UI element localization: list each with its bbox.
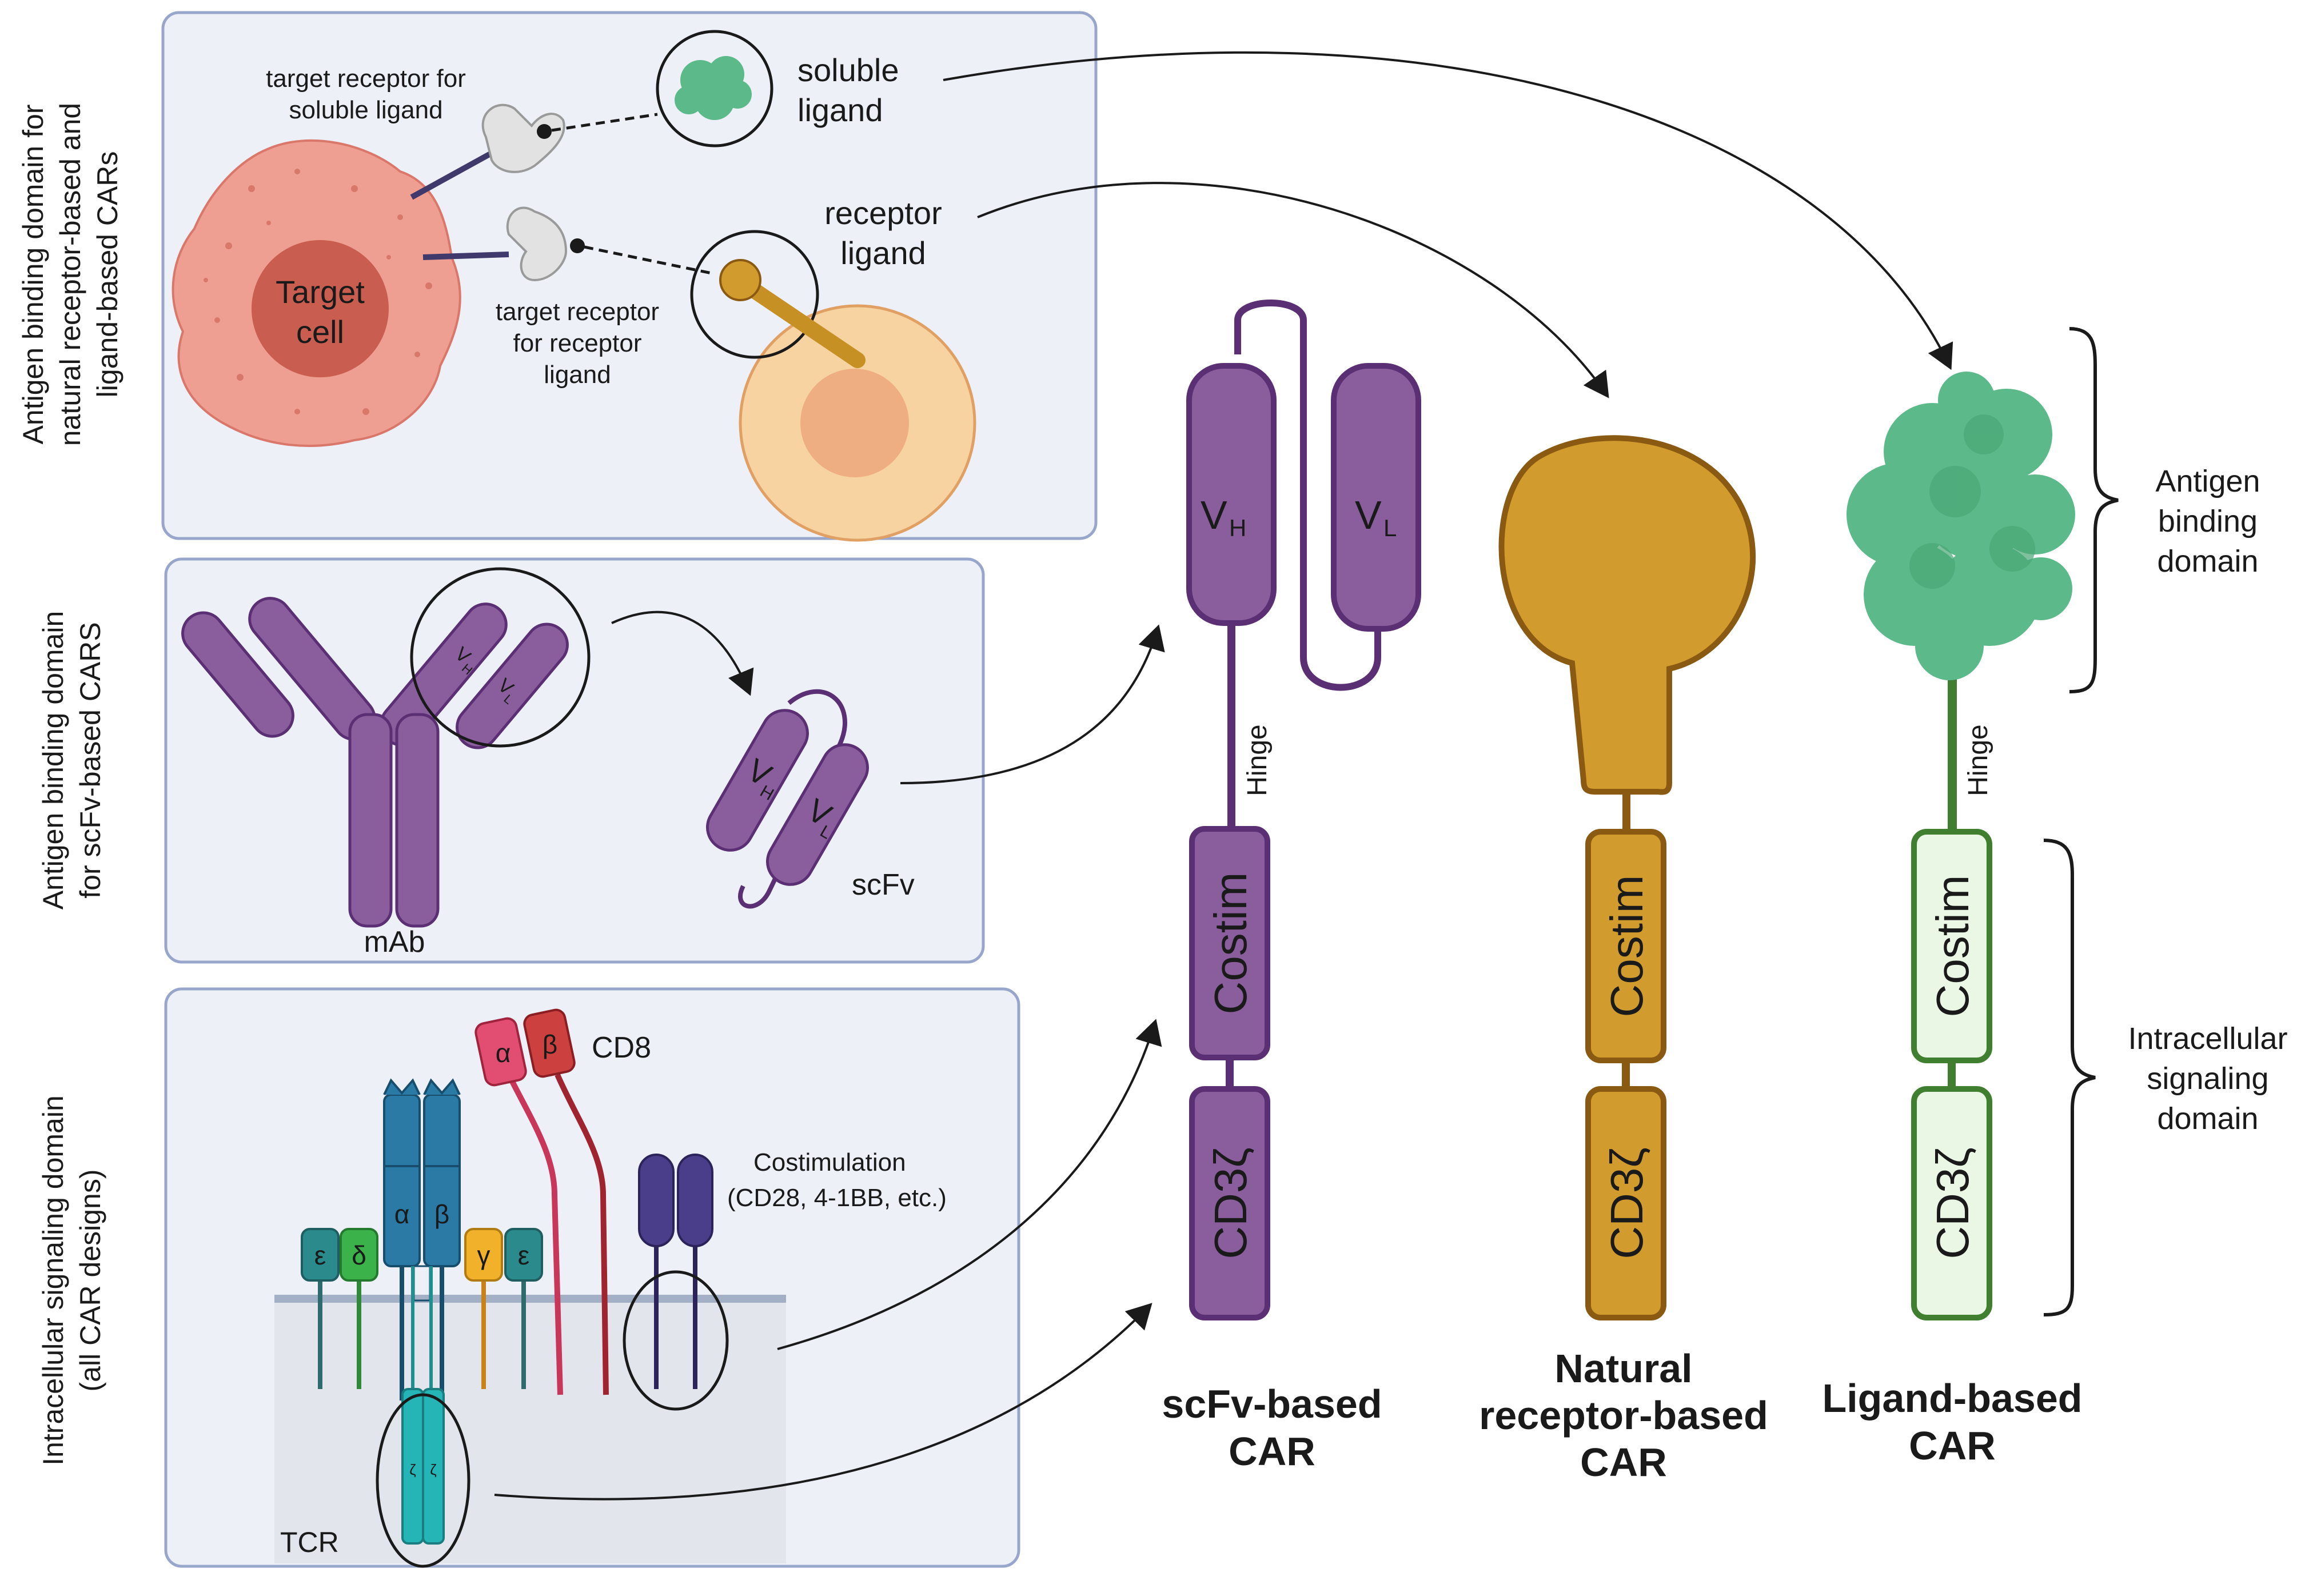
scfv-small: V H V L xyxy=(706,689,869,909)
cd3-epsilon-right: ε xyxy=(504,1228,543,1389)
svg-text:L: L xyxy=(1383,514,1397,541)
svg-text:CD3ζ: CD3ζ xyxy=(1601,1147,1652,1259)
scfv-label: scFv xyxy=(852,868,915,901)
label-receptor-target-1: target receptor xyxy=(496,298,659,326)
target-cell-label-2: cell xyxy=(296,314,344,350)
membrane xyxy=(274,1295,786,1563)
label-receptor-target-3: ligand xyxy=(544,361,611,389)
label-receptor-target-2: for receptor xyxy=(513,329,642,357)
svg-text:V: V xyxy=(1355,493,1382,537)
svg-text:CD3ζ: CD3ζ xyxy=(1927,1147,1978,1259)
svg-text:β: β xyxy=(434,1199,449,1229)
side-label-top: Antigen binding domain for natural recep… xyxy=(17,103,123,446)
bracket-intracellular-label-3: domain xyxy=(2157,1102,2258,1136)
bracket-intracellular-label-1: Intracellular xyxy=(2128,1022,2287,1056)
costim-receptor xyxy=(623,1154,729,1411)
cd8-label: CD8 xyxy=(592,1031,651,1064)
svg-text:Costim: Costim xyxy=(1205,872,1256,1015)
svg-text:Hinge: Hinge xyxy=(1963,724,1993,796)
car-natural-title-1: Natural xyxy=(1554,1346,1692,1391)
svg-text:natural receptor-based and: natural receptor-based and xyxy=(54,103,86,446)
bracket-intracellular-label-2: signaling xyxy=(2147,1062,2268,1096)
svg-text:ζ: ζ xyxy=(409,1461,416,1478)
label-receptor-ligand-1: receptor xyxy=(824,195,942,231)
car-natural-title-2: receptor-based xyxy=(1479,1393,1768,1438)
label-soluble-receptor-2: soluble ligand xyxy=(289,96,442,124)
svg-text:for scFv-based CARS: for scFv-based CARS xyxy=(74,622,106,898)
svg-text:ζ: ζ xyxy=(430,1461,436,1478)
svg-text:α: α xyxy=(496,1038,511,1068)
cd3-epsilon-left: ε xyxy=(301,1228,340,1389)
car-scfv-title-1: scFv-based xyxy=(1162,1382,1382,1426)
tcr-label: TCR xyxy=(280,1526,339,1558)
costim-label-2: (CD28, 4-1BB, etc.) xyxy=(727,1184,947,1212)
cd3-delta: δ xyxy=(340,1228,378,1389)
svg-text:ε: ε xyxy=(518,1240,530,1270)
svg-text:H: H xyxy=(1229,514,1246,541)
svg-text:δ: δ xyxy=(352,1240,366,1270)
car-scfv-title-2: CAR xyxy=(1229,1429,1315,1474)
svg-text:V: V xyxy=(1201,493,1227,537)
label-soluble-ligand-1: soluble xyxy=(797,52,899,88)
bracket-antigen-label-3: domain xyxy=(2157,544,2258,578)
svg-text:Costim: Costim xyxy=(1601,875,1652,1018)
label-receptor-ligand-2: ligand xyxy=(840,235,926,271)
car-ligand-title-1: Ligand-based xyxy=(1822,1376,2082,1421)
bracket-antigen-label-1: Antigen xyxy=(2155,464,2260,498)
mab-label: mAb xyxy=(364,925,425,959)
receptor-ligand-cell xyxy=(690,230,976,542)
svg-text:γ: γ xyxy=(477,1240,490,1270)
car-ligand-title-2: CAR xyxy=(1909,1423,1996,1468)
soluble-ligand xyxy=(656,30,773,147)
side-label-bottom: Intracellular signaling domain (all CAR … xyxy=(37,1095,106,1466)
connector-arrows xyxy=(494,51,1953,1501)
target-cell: Target cell xyxy=(172,139,461,447)
receptor-ligand-receptor xyxy=(422,206,712,282)
cd8-coreceptor: α β xyxy=(474,1008,609,1395)
car-natural-title-3: CAR xyxy=(1580,1440,1667,1485)
svg-text:Costim: Costim xyxy=(1927,875,1978,1018)
svg-text:Antigen binding domain: Antigen binding domain xyxy=(37,611,69,910)
tcr-alpha-beta: α β xyxy=(383,1078,461,1401)
svg-text:Antigen binding domain for: Antigen binding domain for xyxy=(17,105,49,445)
svg-text:β: β xyxy=(543,1030,557,1059)
bracket-intracellular xyxy=(2043,839,2096,1316)
mab-antibody: V H V L xyxy=(181,567,591,928)
soluble-ligand-receptor xyxy=(410,103,658,200)
bracket-antigen xyxy=(2069,327,2119,693)
car-ligand: Hinge Costim CD3ζ xyxy=(1847,372,2075,1320)
cd3-gamma: γ xyxy=(464,1228,503,1389)
svg-text:Intracellular signaling domain: Intracellular signaling domain xyxy=(37,1095,69,1466)
target-cell-label-1: Target xyxy=(276,274,365,310)
svg-text:Hinge: Hinge xyxy=(1242,724,1273,796)
car-natural: Costim CD3ζ xyxy=(1498,435,1756,1320)
car-scfv: V H V L Hinge Costim CD3ζ xyxy=(1186,300,1421,1320)
cd3-zeta: ζ ζ xyxy=(376,1266,470,1568)
label-soluble-receptor-1: target receptor for xyxy=(266,65,466,93)
label-soluble-ligand-2: ligand xyxy=(797,92,883,128)
svg-text:(all CAR designs): (all CAR designs) xyxy=(74,1169,106,1391)
svg-text:CD3ζ: CD3ζ xyxy=(1205,1147,1256,1259)
costim-label-1: Costimulation xyxy=(753,1148,906,1176)
svg-text:ligand-based CARs: ligand-based CARs xyxy=(91,151,123,398)
svg-text:ε: ε xyxy=(314,1240,326,1270)
bracket-antigen-label-2: binding xyxy=(2158,504,2258,538)
svg-text:α: α xyxy=(394,1199,410,1229)
side-label-middle: Antigen binding domain for scFv-based CA… xyxy=(37,611,106,910)
